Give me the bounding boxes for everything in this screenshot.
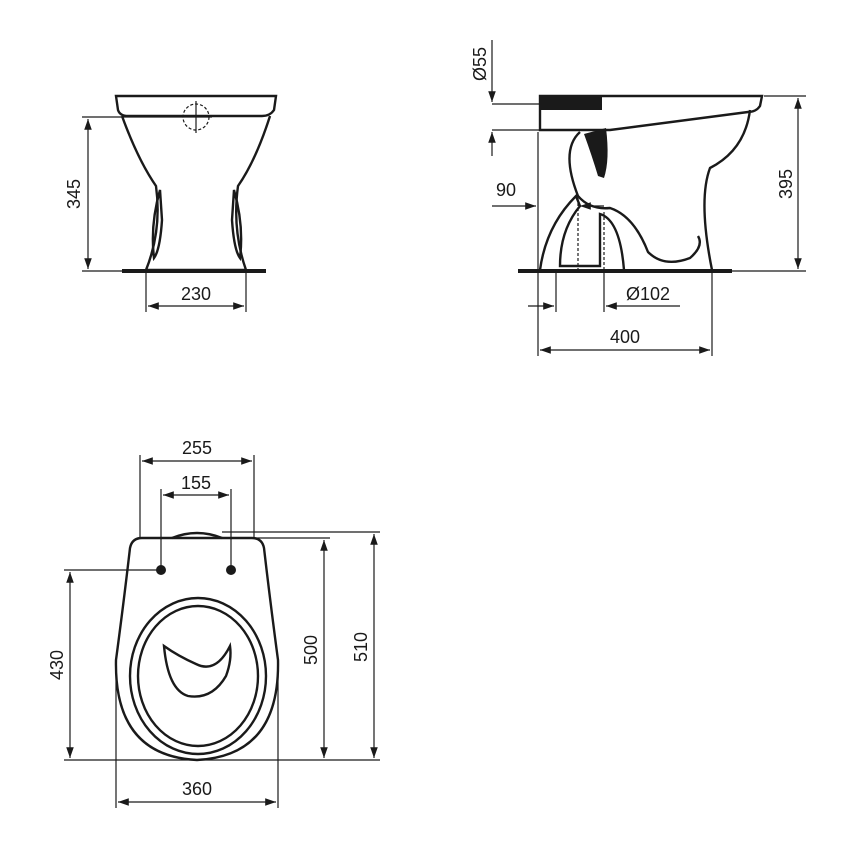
dim-top-hinge-inner: 155 (181, 473, 211, 493)
dim-top-hinge-to-front: 430 (47, 650, 67, 680)
top-hinge-bump (171, 531, 223, 540)
dim-top-length-total: 510 (351, 632, 371, 662)
top-bowl-rim (128, 596, 268, 756)
top-view: 255 155 430 500 510 360 (47, 438, 380, 808)
dim-top-length-bowl: 500 (301, 635, 321, 665)
dim-side-outlet-diameter: Ø102 (626, 284, 670, 304)
side-bowl-outer (703, 109, 752, 271)
side-trapway-fill (584, 128, 608, 178)
side-rim (538, 94, 764, 132)
dim-top-width: 360 (182, 779, 212, 799)
front-foot-left (151, 189, 164, 262)
side-view: Ø55 90 395 Ø102 400 (470, 40, 806, 356)
front-body (120, 115, 272, 272)
side-trapway (568, 131, 701, 264)
front-spigot-symbol (180, 101, 212, 133)
top-bowl-inner (136, 604, 260, 748)
front-view: 345 230 (64, 94, 278, 312)
dim-side-outlet-offset: 90 (496, 180, 516, 200)
dim-top-hinge-outer: 255 (182, 438, 212, 458)
top-hinge-hole-right (226, 565, 236, 575)
front-foot-right (230, 189, 243, 262)
dim-front-foot-width: 230 (181, 284, 211, 304)
side-spigot (540, 96, 602, 110)
side-base (538, 193, 626, 271)
dim-side-spigot-diameter: Ø55 (470, 47, 490, 81)
dim-side-length: 400 (610, 327, 640, 347)
dim-side-height: 395 (776, 169, 796, 199)
top-water-area (162, 642, 232, 698)
front-rim (114, 94, 278, 118)
dim-front-height: 345 (64, 179, 84, 209)
